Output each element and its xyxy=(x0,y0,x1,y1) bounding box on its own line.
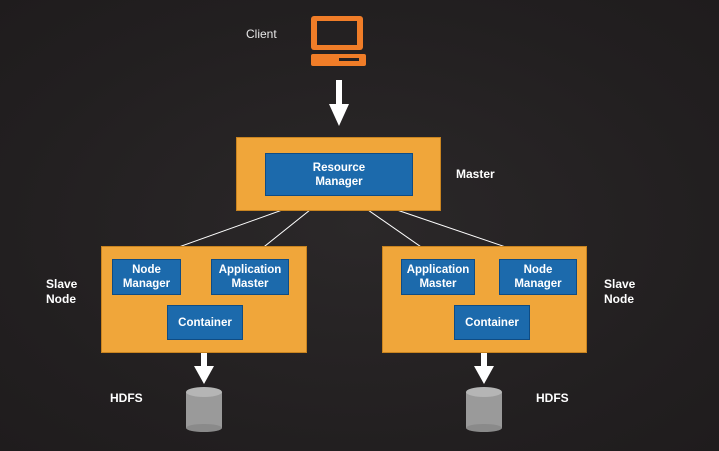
slave-node-label: Slave Node xyxy=(46,277,78,306)
database-icon xyxy=(466,387,502,432)
node-manager-box: Node Manager xyxy=(112,259,181,295)
container-box: Container xyxy=(167,305,243,340)
laptop-icon xyxy=(311,16,366,66)
slave-node-label: Slave Node xyxy=(604,277,636,306)
right-slave-to-hdfs-arrow xyxy=(474,352,494,384)
master-node: Resource Manager xyxy=(236,137,441,211)
slave-node-right: Application Master Node Manager Containe… xyxy=(382,246,587,353)
application-master-box: Application Master xyxy=(211,259,289,295)
hdfs-label: HDFS xyxy=(536,391,569,405)
master-label: Master xyxy=(456,167,495,181)
node-manager-box: Node Manager xyxy=(499,259,577,295)
hdfs-label: HDFS xyxy=(110,391,143,405)
application-master-box: Application Master xyxy=(401,259,475,295)
slave-node-left: Node Manager Application Master Containe… xyxy=(101,246,307,353)
left-slave-to-hdfs-arrow xyxy=(194,352,214,384)
client-to-master-arrow xyxy=(329,80,349,126)
resource-manager-box: Resource Manager xyxy=(265,153,413,196)
client-label: Client xyxy=(246,27,277,41)
database-icon xyxy=(186,387,222,432)
container-box: Container xyxy=(454,305,530,340)
